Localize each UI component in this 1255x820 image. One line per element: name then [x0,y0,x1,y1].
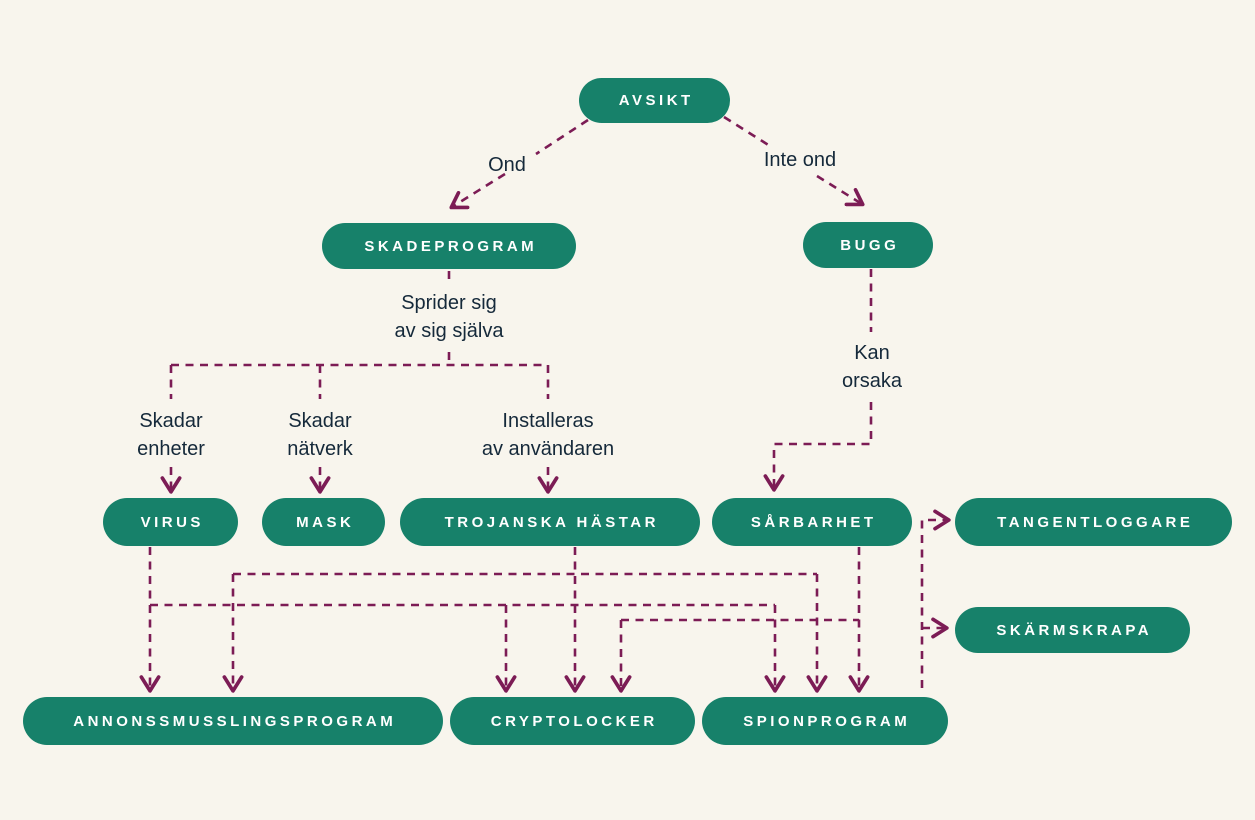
node-label: MASK [296,513,355,531]
edge-avsikt-bugg-1 [723,115,771,148]
edge-avsikt-bugg-2 [816,174,862,204]
node-label: VIRUS [140,513,204,531]
node-avsikt: AVSIKT [579,78,730,123]
node-label: SÅRBARHET [750,513,877,531]
node-label: TROJANSKA HÄSTAR [444,513,659,531]
node-label: SKÄRMSKRAPA [996,621,1153,639]
edge-label-skadar-natverk: Skadar nätverk [287,410,353,460]
edge-avsikt-skadeprogram-2 [452,172,506,207]
node-label: SPIONPROGRAM [743,712,911,730]
edge-bugg-sarbarhet-2 [774,402,873,489]
node-label: TANGENTLOGGARE [997,513,1194,531]
node-skadeprogram: SKADEPROGRAM [322,223,576,269]
node-label: SKADEPROGRAM [364,237,538,255]
edge-label-installeras: Installeras av användaren [481,410,615,460]
edge-label-sprider-sig: Sprider sig av sig själva [394,292,504,342]
edge-spionprogram-tangentloggare [920,520,948,688]
node-cryptolocker: CRYPTOLOCKER [450,697,695,745]
node-tangentloggare: TANGENTLOGGARE [955,498,1232,546]
node-annonssmusslingsprogram: ANNONSSMUSSLINGSPROGRAM [23,697,443,745]
node-bugg: BUGG [803,222,933,268]
edge-label-inte-ond: Inte ond [763,149,837,171]
edge-label-kan-orsaka: Kan orsaka [841,342,903,392]
node-trojanska-hastar: TROJANSKA HÄSTAR [400,498,700,546]
edge-label-skadar-enheter: Skadar enheter [137,410,205,460]
node-label: AVSIKT [618,92,694,109]
edge-label-ond: Ond [488,154,526,176]
node-mask: MASK [262,498,385,546]
node-label: ANNONSSMUSSLINGSPROGRAM [73,712,397,730]
node-spionprogram: SPIONPROGRAM [702,697,948,745]
node-sarbarhet: SÅRBARHET [712,498,912,546]
node-label: BUGG [840,236,900,254]
node-virus: VIRUS [103,498,238,546]
node-label: CRYPTOLOCKER [490,712,658,730]
edge-avsikt-skadeprogram-1 [535,118,589,156]
node-skarmskrapa: SKÄRMSKRAPA [955,607,1190,653]
